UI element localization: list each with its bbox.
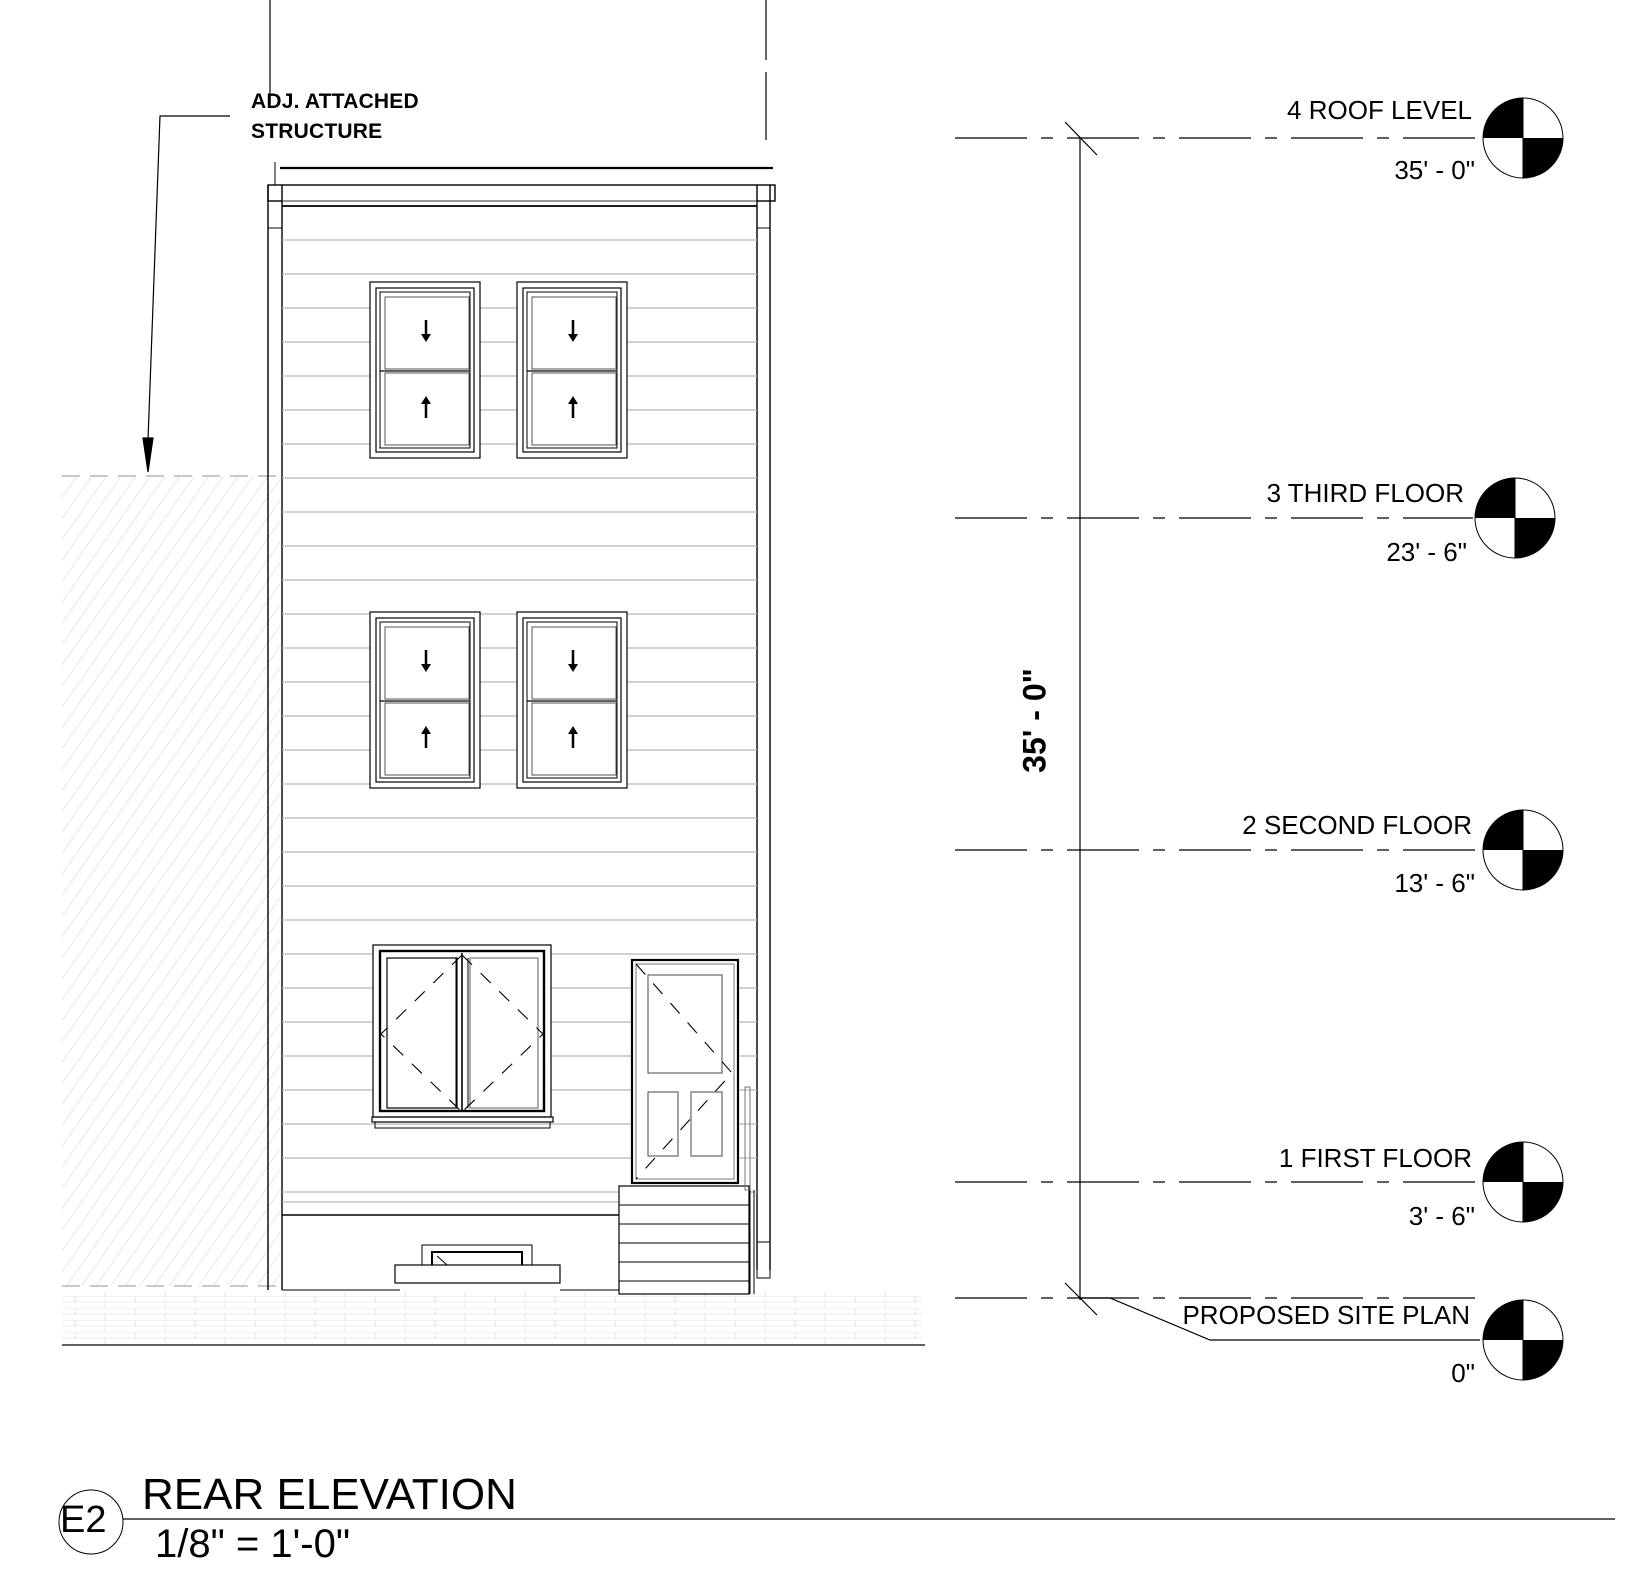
level-marker-icon <box>1482 1141 1564 1223</box>
double-hung-window <box>369 611 481 789</box>
basement-window <box>394 1244 561 1284</box>
adjacent-structure-hatch <box>62 475 280 1287</box>
note-line-2: STRUCTURE <box>251 120 383 143</box>
level-label-site: PROPOSED SITE PLAN <box>1182 1300 1470 1330</box>
level-label-second: 2 SECOND FLOOR <box>1242 810 1472 840</box>
drawing-tag: E2 <box>60 1499 107 1541</box>
level-label-roof: 4 ROOF LEVEL <box>1287 95 1472 125</box>
overall-height-dimension: 35' - 0" <box>1016 668 1053 773</box>
level-marker-icon <box>1482 97 1564 179</box>
overall-dimension-line <box>1064 121 1098 1316</box>
level-marker-icon <box>1482 1299 1564 1381</box>
double-hung-window <box>516 281 628 459</box>
rear-door <box>630 958 740 1185</box>
level-label-first: 1 FIRST FLOOR <box>1278 1143 1472 1173</box>
level-elevation-site: 0" <box>1451 1358 1475 1388</box>
level-marker-icon <box>1482 809 1564 891</box>
level-markers <box>1474 97 1564 1381</box>
building-facade <box>267 162 776 1290</box>
level-elevation-second: 13' - 6" <box>1394 868 1475 898</box>
adjacent-structure-note: ADJ. ATTACHED STRUCTURE <box>251 87 419 147</box>
level-lines <box>955 137 1481 1341</box>
double-hung-windows <box>369 281 628 789</box>
level-elevation-first: 3' - 6" <box>1408 1201 1475 1231</box>
drawing-tag-circle <box>58 1489 124 1555</box>
leader-arrow <box>142 115 230 473</box>
siding <box>282 239 757 1193</box>
double-hung-window <box>369 281 481 459</box>
drawing-scale: 1/8" = 1'-0" <box>155 1522 351 1566</box>
grade-paving <box>62 1292 922 1344</box>
adjacent-structure-outline <box>269 0 767 140</box>
drawing-title: REAR ELEVATION <box>142 1470 517 1519</box>
note-line-1: ADJ. ATTACHED <box>251 90 419 113</box>
level-elevation-third: 23' - 6" <box>1386 537 1467 567</box>
double-hung-window <box>516 611 628 789</box>
level-elevation-roof: 35' - 0" <box>1394 155 1475 185</box>
casement-window <box>371 944 554 1129</box>
level-label-third: 3 THIRD FLOOR <box>1266 478 1464 508</box>
foundation <box>282 1201 620 1291</box>
level-marker-icon <box>1474 477 1556 559</box>
rear-steps <box>618 1086 771 1295</box>
